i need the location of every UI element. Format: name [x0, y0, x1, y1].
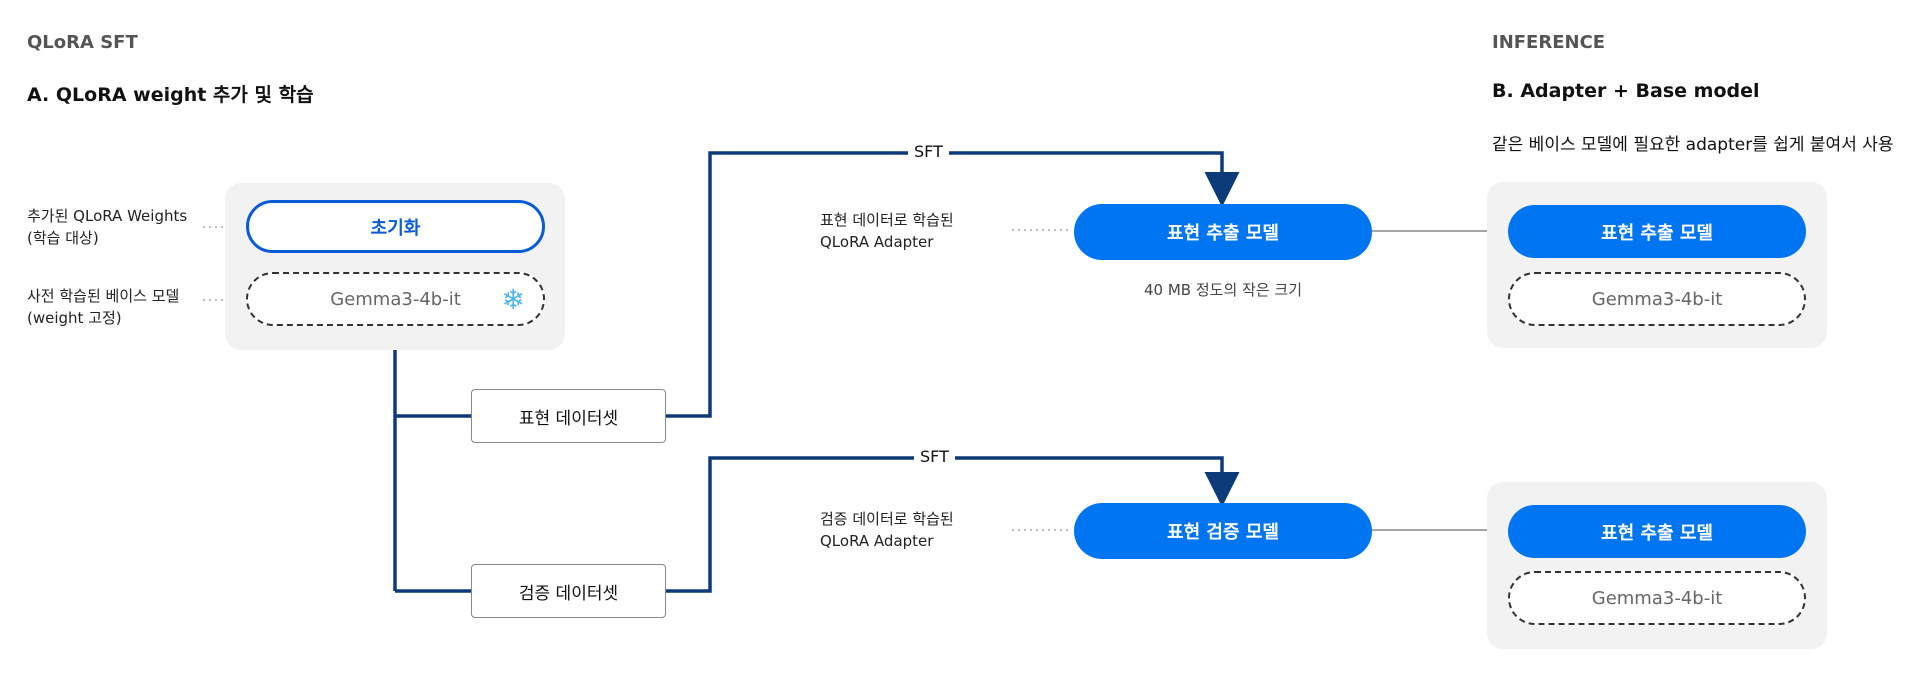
expression-validation-model-pill: 표현 검증 모델 [1074, 503, 1372, 559]
inference-base-pill: Gemma3-4b-it [1508, 571, 1806, 625]
label-line: 표현 데이터로 학습된 [820, 211, 954, 229]
heading-a: A. QLoRA weight 추가 및 학습 [27, 84, 314, 106]
init-qlora-pill: 초기화 [246, 200, 545, 253]
expression-extraction-model-pill: 표현 추출 모델 [1074, 204, 1372, 260]
qlora-weights-label: 추가된 QLoRA Weights (학습 대상) [27, 205, 187, 249]
inference-adapter-pill: 표현 추출 모델 [1508, 205, 1806, 258]
inference-adapter-pill: 표현 추출 모델 [1508, 505, 1806, 558]
label-line: (학습 대상) [27, 229, 99, 247]
label-line: (weight 고정) [27, 309, 122, 327]
label-line: QLoRA Adapter [820, 233, 934, 251]
inference-base-pill: Gemma3-4b-it [1508, 272, 1806, 326]
base-model-label: 사전 학습된 베이스 모델 (weight 고정) [27, 285, 179, 329]
expression-adapter-label: 표현 데이터로 학습된 QLoRA Adapter [820, 209, 1010, 253]
dataset-validation: 검증 데이터셋 [471, 564, 666, 618]
heading-b: B. Adapter + Base model [1492, 80, 1760, 102]
dataset-expression: 표현 데이터셋 [471, 389, 666, 443]
sft-label: SFT [908, 142, 949, 161]
base-model-name: Gemma3-4b-it [330, 288, 461, 310]
section-title-qlora-sft: QLoRA SFT [27, 32, 138, 53]
adapter-size-note: 40 MB 정도의 작은 크기 [1144, 281, 1302, 299]
snowflake-icon: ❄ [501, 282, 525, 316]
validation-adapter-label: 검증 데이터로 학습된 QLoRA Adapter [820, 508, 1010, 552]
sft-label: SFT [914, 447, 955, 466]
inference-description: 같은 베이스 모델에 필요한 adapter를 쉽게 붙여서 사용 [1492, 135, 1894, 155]
base-model-pill: Gemma3-4b-it ❄ [246, 272, 545, 326]
label-line: 추가된 QLoRA Weights [27, 207, 188, 225]
label-line: 사전 학습된 베이스 모델 [27, 287, 180, 305]
label-line: QLoRA Adapter [820, 532, 934, 550]
section-title-inference: INFERENCE [1492, 32, 1606, 53]
label-line: 검증 데이터로 학습된 [820, 510, 954, 528]
